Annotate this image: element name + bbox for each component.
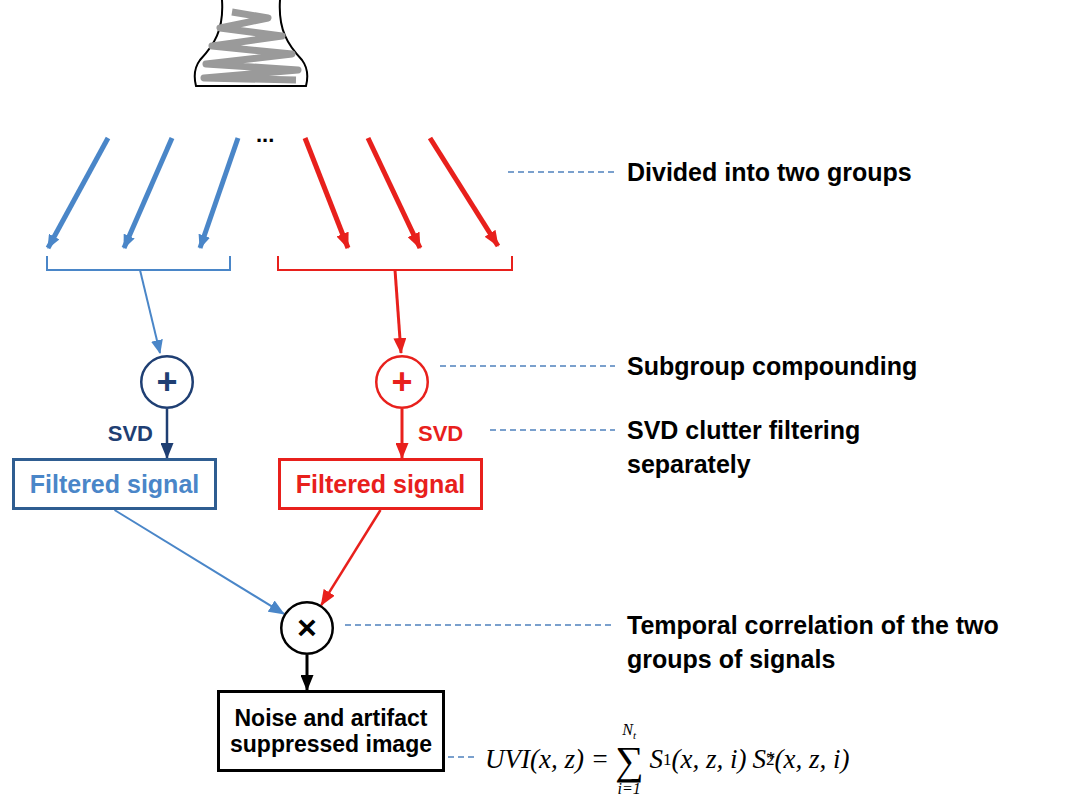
- beam-arrow: [368, 138, 420, 248]
- process-box: Filtered signal: [12, 458, 217, 510]
- limit-subscript: t: [633, 729, 636, 741]
- connector: [401, 409, 404, 458]
- sum-upper-limit: Nt: [622, 722, 636, 741]
- signal-arguments: (x, z, i): [774, 744, 849, 775]
- conjugate-mark: *: [765, 749, 774, 770]
- circle-outline: [281, 602, 333, 654]
- sum-circle: +: [375, 355, 429, 409]
- beam-arrow: [430, 138, 498, 246]
- output-box: Noise and artifact suppressed image: [217, 690, 445, 772]
- node-text: +: [156, 361, 177, 402]
- connector: [166, 409, 169, 458]
- ellipsis-label: ...: [256, 118, 274, 152]
- leader-line: [490, 429, 615, 431]
- edge-label: SVD: [416, 421, 465, 447]
- beam-arrow: [200, 138, 238, 248]
- sigma-symbol: ∑: [615, 741, 644, 781]
- beam-arrow: [305, 138, 348, 248]
- sum-lower-limit: i=1: [618, 781, 641, 797]
- blue-bracket: [47, 256, 230, 270]
- red-beams: [305, 138, 498, 248]
- beam-arrow: [124, 138, 172, 248]
- signal-subscript: 1: [663, 750, 672, 770]
- leader-line: [440, 365, 615, 367]
- leader-line: [508, 171, 615, 173]
- annotation-label: Divided into two groups: [627, 155, 1057, 189]
- leader-line: [345, 624, 615, 626]
- node-text: +: [391, 361, 412, 402]
- signal-symbol: S: [649, 744, 663, 775]
- red-bracket: [278, 256, 512, 270]
- process-box: Filtered signal: [278, 458, 483, 510]
- node-text: Filtered signal: [288, 470, 473, 499]
- formula: UVI(x, z) =Nt∑i=1S1(x, z, i)S2*(x, z, i): [485, 722, 849, 797]
- annotation-label: Subgroup compounding: [627, 349, 1057, 383]
- box-outline: [14, 460, 216, 509]
- formula-lhs: UVI(x, z) =: [485, 744, 609, 775]
- connector: [115, 510, 284, 614]
- probe-body: [195, 0, 307, 86]
- bracket-arrow: [140, 270, 160, 353]
- limit-symbol: N: [622, 721, 633, 738]
- signal-arguments: (x, z, i): [671, 744, 746, 775]
- multiply-circle: ×: [280, 601, 334, 655]
- connector: [321, 510, 380, 605]
- signal-symbol: S: [752, 744, 766, 775]
- circle-outline: [141, 356, 193, 408]
- node-text: Noise and artifact suppressed image: [217, 705, 445, 758]
- box-outline: [280, 460, 482, 509]
- node-text: ×: [297, 608, 317, 647]
- sum-circle: +: [140, 355, 194, 409]
- node-text: Filtered signal: [22, 470, 207, 499]
- leader-line: [448, 756, 478, 758]
- bracket-arrow: [395, 270, 401, 353]
- sum-operator: Nt∑i=1: [615, 722, 644, 797]
- circle-outline: [376, 356, 428, 408]
- beam-arrow: [48, 138, 108, 248]
- edge-label: SVD: [106, 421, 155, 447]
- transducer-probe: [195, 0, 307, 86]
- annotation-label: SVD clutter filtering separately: [627, 413, 927, 481]
- probe-face: [196, 85, 306, 87]
- connector: [306, 655, 309, 690]
- annotation-label: Temporal correlation of the two groups o…: [627, 608, 1042, 676]
- blue-beams: [48, 138, 238, 248]
- probe-zigzag: [204, 12, 298, 80]
